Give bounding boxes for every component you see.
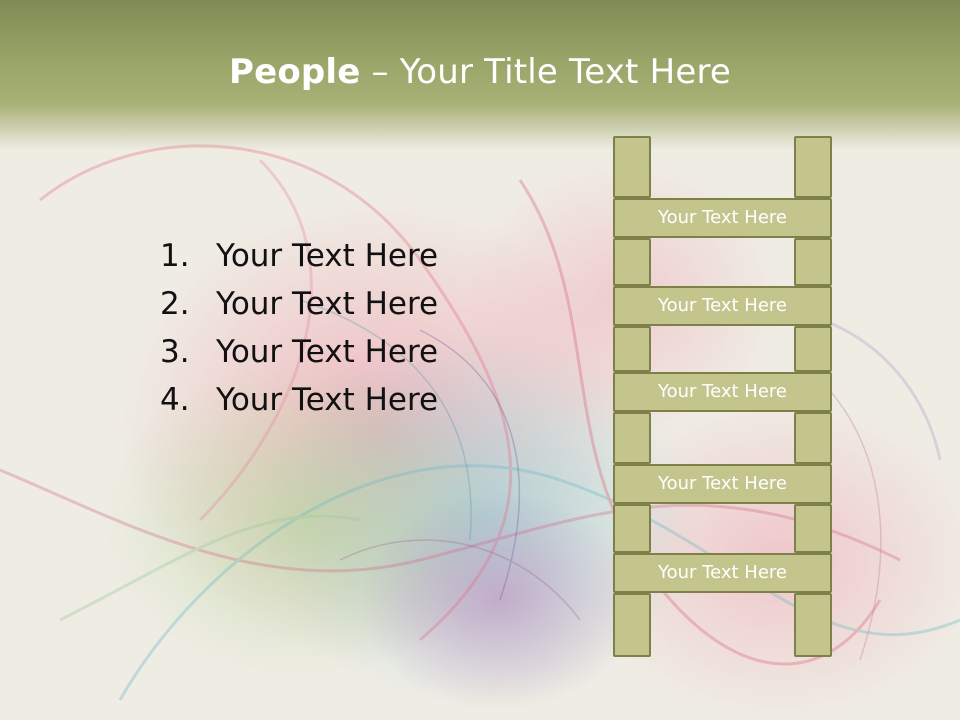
list-item: 1. Your Text Here xyxy=(160,232,438,280)
list-item-number: 1. xyxy=(160,238,190,274)
numbered-list: 1. Your Text Here 2. Your Text Here 3. Your… xyxy=(160,232,438,424)
list-item: 3. Your Text Here xyxy=(160,328,438,376)
ladder-rail-left-segment xyxy=(613,326,651,372)
list-item: 4. Your Text Here xyxy=(160,376,438,424)
title-bold-text: People xyxy=(228,52,361,92)
ladder-rail-right-segment xyxy=(794,136,832,198)
ladder-step: Your Text Here xyxy=(613,372,832,412)
title-text: Your Title Text Here xyxy=(399,52,732,92)
list-item-text: Your Text Here xyxy=(216,286,439,322)
ladder-step: Your Text Here xyxy=(613,553,832,593)
list-item-text: Your Text Here xyxy=(216,382,439,418)
ladder-rail-right-segment xyxy=(794,238,832,286)
list-item: 2. Your Text Here xyxy=(160,280,438,328)
ladder-rail-left-segment xyxy=(613,593,651,657)
ladder-rail-right-segment xyxy=(794,412,832,464)
title-bar xyxy=(0,0,960,150)
ladder-rail-right-segment xyxy=(794,504,832,553)
ladder-rail-left-segment xyxy=(613,136,651,198)
list-item-text: Your Text Here xyxy=(216,238,439,274)
slide-title: People – Your Title Text Here xyxy=(0,52,960,92)
ladder-rail-left-segment xyxy=(613,412,651,464)
list-item-number: 2. xyxy=(160,286,190,322)
ladder-rail-right-segment xyxy=(794,326,832,372)
list-item-text: Your Text Here xyxy=(216,334,439,370)
ladder-rail-left-segment xyxy=(613,238,651,286)
ladder-rail-right-segment xyxy=(794,593,832,657)
ladder-step: Your Text Here xyxy=(613,286,832,326)
title-separator: – xyxy=(360,52,400,92)
list-item-number: 3. xyxy=(160,334,190,370)
ladder-step: Your Text Here xyxy=(613,198,832,238)
ladder-rail-left-segment xyxy=(613,504,651,553)
ladder-step: Your Text Here xyxy=(613,464,832,504)
list-item-number: 4. xyxy=(160,382,190,418)
